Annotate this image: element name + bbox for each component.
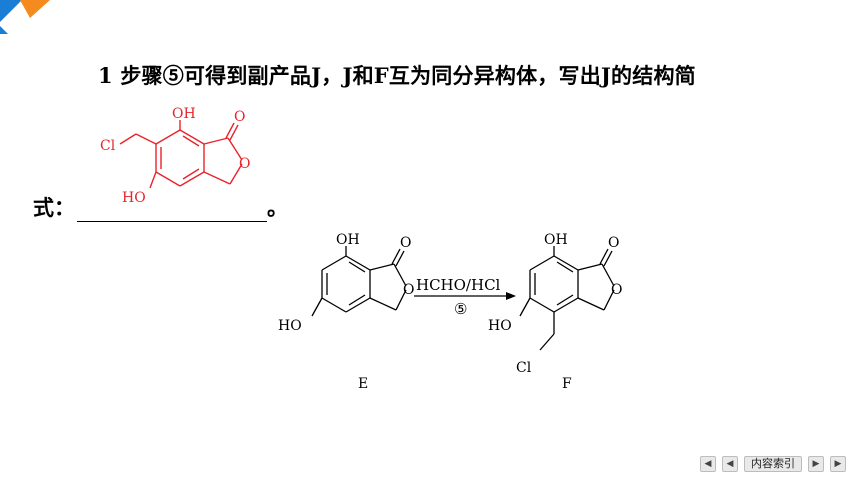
question-line-1: 1 步骤⑤可得到副产品J，J和F互为同分异构体，写出J的结构简 [98,63,696,88]
e-ho-label: HO [278,318,302,334]
f-carbonyl-o: O [608,235,619,251]
reaction-scheme: OH O O HO E HCHO/HCl ⑤ OH O O HO [278,232,622,392]
answer-oh-label: OH [172,106,196,122]
first-slide-button[interactable]: ◀ [700,456,716,472]
compound-e-label: E [358,376,368,392]
compound-e-structure [311,246,407,317]
f-ring-o: O [611,282,622,298]
question-suffix: 。 [267,195,288,220]
compound-f-structure [519,246,615,351]
prev-slide-button[interactable]: ◀ [722,456,738,472]
answer-carbonyl-o: O [234,109,245,125]
reagent-label: HCHO/HCl [416,276,501,294]
step-label: ⑤ [454,300,467,318]
f-cl-label: Cl [516,360,532,376]
f-ho-label: HO [488,318,512,334]
f-oh-label: OH [544,232,568,248]
question-prefix: 式： [33,195,75,220]
compound-f-label: F [562,376,572,392]
slide-nav: ◀ ◀ 内容索引 ▶ ▶ [700,454,846,474]
answer-cl-label: Cl [100,138,116,154]
last-slide-button[interactable]: ▶ [830,456,846,472]
corner-logo [0,0,50,34]
content-index-button[interactable]: 内容索引 [744,456,802,472]
question-line-2: 式： 。 [33,192,288,222]
e-oh-label: OH [336,232,360,248]
answer-structure-j: OH O O Cl HO [100,106,250,206]
answer-ho-label: HO [122,190,146,206]
answer-blank [77,199,267,222]
e-ring-o: O [403,282,414,298]
next-slide-button[interactable]: ▶ [808,456,824,472]
reaction-arrow [414,292,516,300]
answer-ring-o: O [239,156,250,172]
e-carbonyl-o: O [400,235,411,251]
